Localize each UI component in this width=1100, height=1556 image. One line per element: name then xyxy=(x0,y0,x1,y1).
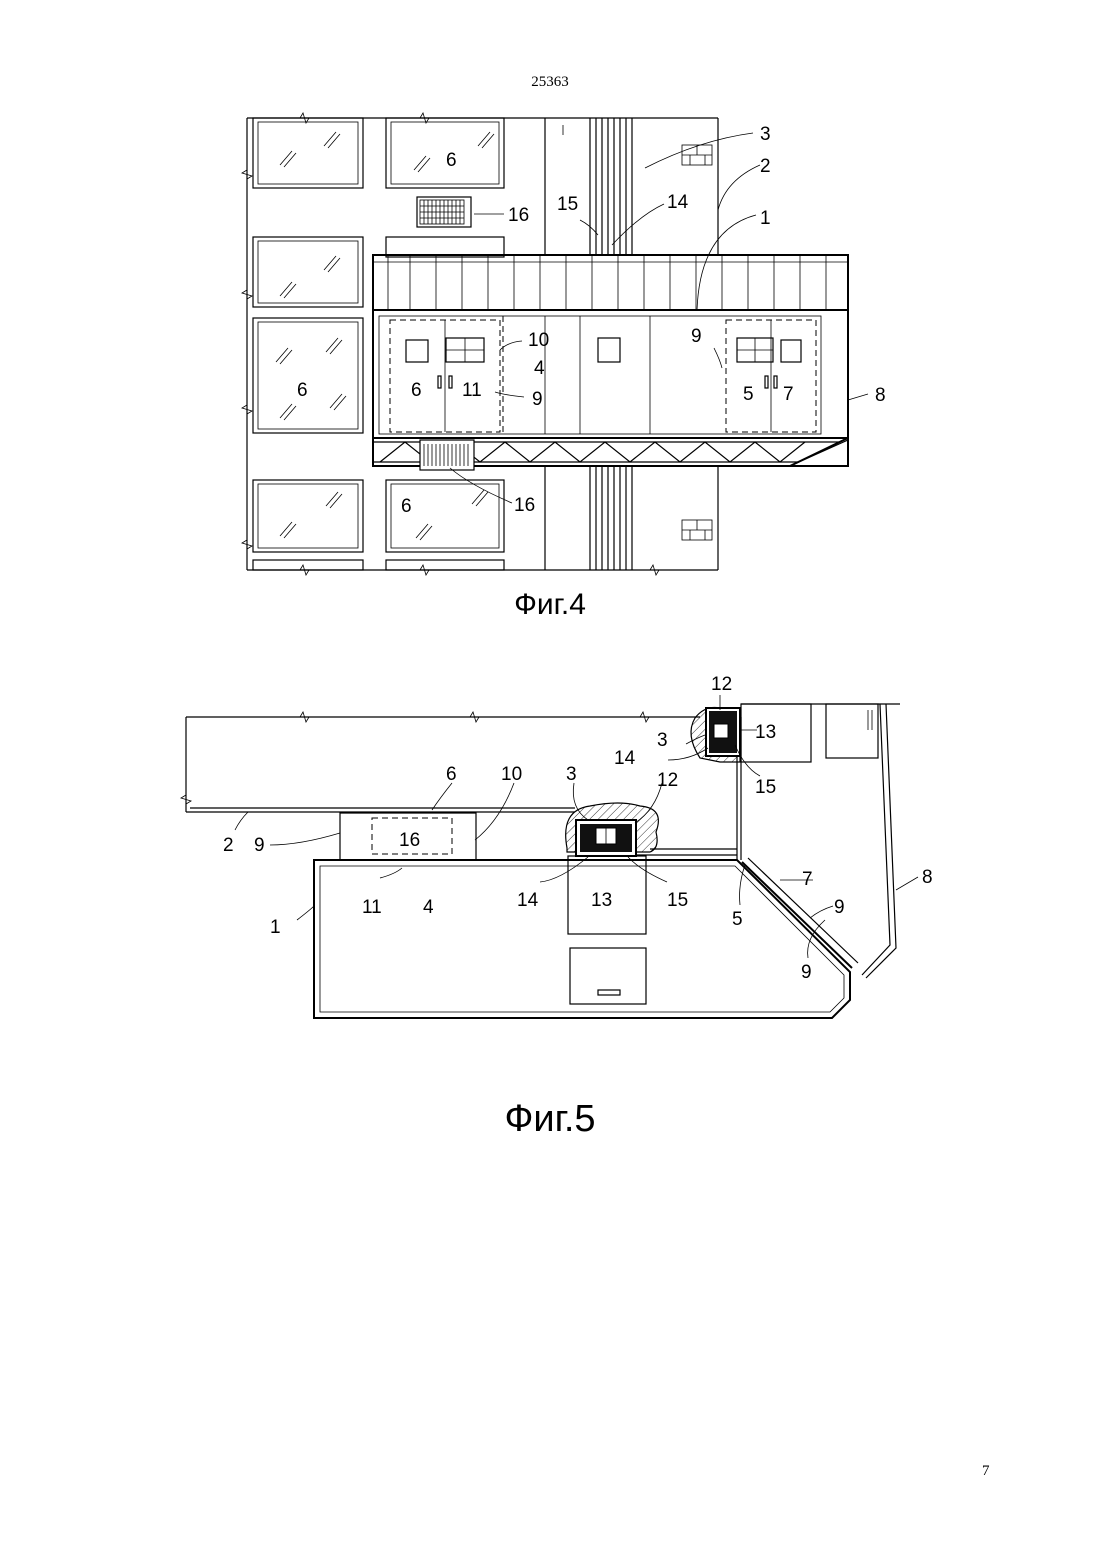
fig5-callout-2: 2 xyxy=(223,835,234,856)
fig5-callout-3-top: 3 xyxy=(657,730,668,751)
fig5-callout-5: 5 xyxy=(732,909,743,930)
fig5-callout-12-center: 12 xyxy=(657,770,678,791)
fig5-callout-15-top: 15 xyxy=(755,777,776,798)
fig4-callout-5: 5 xyxy=(743,384,754,405)
fig4-callout-8: 8 xyxy=(875,385,886,406)
fig5-callout-8: 8 xyxy=(922,867,933,888)
fig5-callout-12-top: 12 xyxy=(711,674,732,695)
fig4-callout-3: 3 xyxy=(760,124,771,145)
fig5-callout-9-right: 9 xyxy=(834,897,845,918)
page-number: 7 xyxy=(982,1463,990,1480)
fig4-callout-16-top: 16 xyxy=(508,205,529,226)
fig4-callout-9-left: 9 xyxy=(532,389,543,410)
fig5-callout-6: 6 xyxy=(446,764,457,785)
fig4-callout-11: 11 xyxy=(462,380,482,401)
fig4-callout-7: 7 xyxy=(783,384,794,405)
fig5-callout-9-lower: 9 xyxy=(801,962,812,983)
fig5-callout-13-top: 13 xyxy=(755,722,776,743)
fig5-callout-4: 4 xyxy=(423,897,434,918)
fig5-callout-11: 11 xyxy=(362,897,382,918)
figure-5-caption: Фиг.5 xyxy=(0,1098,1100,1141)
fig4-callout-10: 10 xyxy=(528,330,549,351)
fig4-callout-14: 14 xyxy=(667,192,689,213)
fig4-callout-16-bottom: 16 xyxy=(514,495,535,516)
fig4-callout-1: 1 xyxy=(760,208,771,229)
fig4-callout-6-left: 6 xyxy=(297,380,308,401)
fig4-callout-15: 15 xyxy=(557,194,578,215)
fig4-callout-2: 2 xyxy=(760,156,771,177)
fig5-callout-15-center: 15 xyxy=(667,890,688,911)
figure-4-caption: Фиг.4 xyxy=(0,588,1100,622)
fig4-callout-4: 4 xyxy=(534,358,545,379)
figure-4-drawing xyxy=(242,113,868,575)
fig5-callout-16: 16 xyxy=(399,830,420,851)
fig5-callout-13-center: 13 xyxy=(591,890,612,911)
fig5-callout-14-center: 14 xyxy=(517,890,539,911)
fig4-callout-9-right: 9 xyxy=(691,326,702,347)
fig4-callout-6-bottom: 6 xyxy=(401,496,412,517)
fig5-callout-7: 7 xyxy=(802,869,813,890)
fig4-callout-6-top: 6 xyxy=(446,150,457,171)
fig4-callout-6-door: 6 xyxy=(411,380,422,401)
fig5-callout-1: 1 xyxy=(270,917,281,938)
fig5-callout-14-top: 14 xyxy=(614,748,636,769)
fig5-callout-9-left: 9 xyxy=(254,835,265,856)
fig5-callout-3-center: 3 xyxy=(566,764,577,785)
fig5-callout-10: 10 xyxy=(501,764,522,785)
